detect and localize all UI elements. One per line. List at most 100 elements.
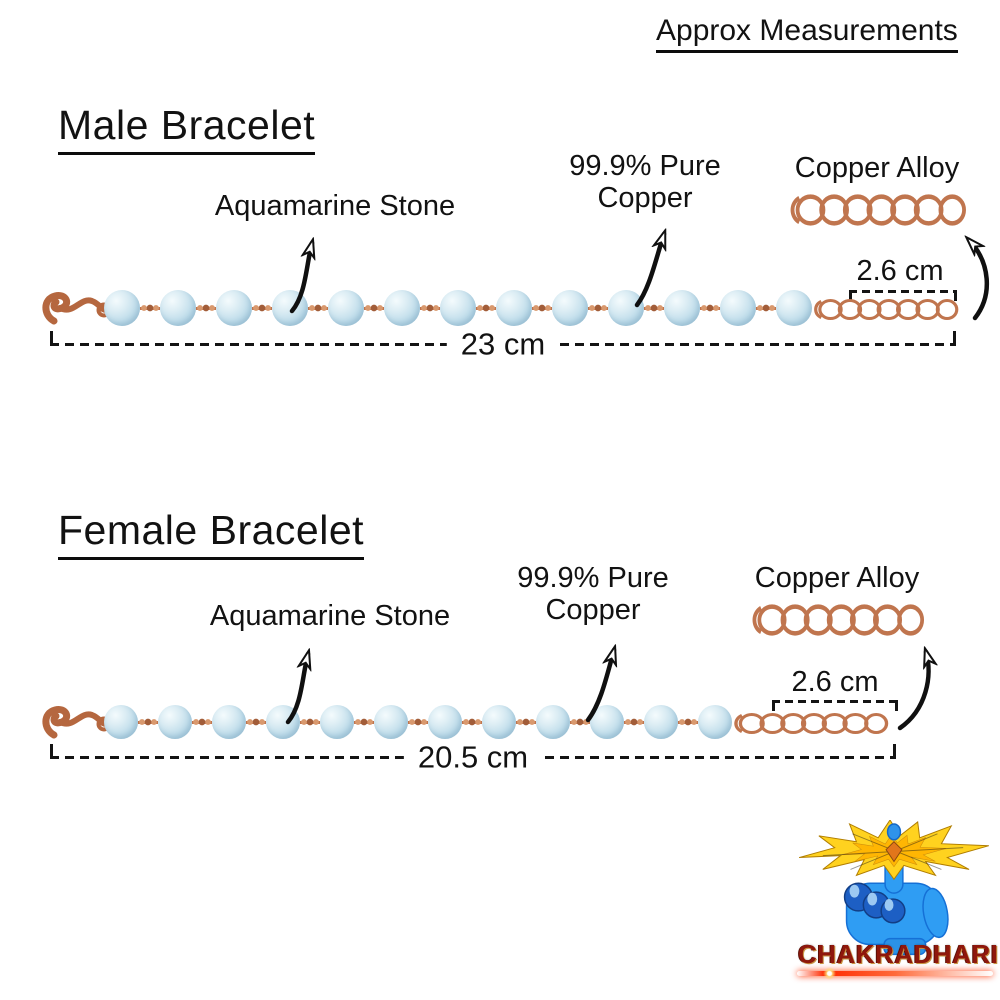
aquamarine-bead <box>384 290 420 326</box>
chain-link <box>738 712 765 735</box>
copper-wire-spacer <box>140 302 160 314</box>
aquamarine-bead <box>160 290 196 326</box>
aquamarine-bead <box>536 705 570 739</box>
aquamarine-stone-label-male: Aquamarine Stone <box>214 190 456 222</box>
copper-wire-spacer <box>532 302 552 314</box>
copper-wire-spacer <box>246 716 266 728</box>
extension-measure-bracket-female <box>772 700 898 712</box>
chain-link-partial <box>814 300 823 319</box>
male-bracelet-heading: Male Bracelet <box>58 102 316 155</box>
aquamarine-bead <box>720 290 756 326</box>
chain-link <box>938 194 966 226</box>
chain-link-partial <box>752 605 763 635</box>
aquamarine-bead <box>482 705 516 739</box>
female-bracelet-heading: Female Bracelet <box>58 507 365 560</box>
copper-wire-spacer <box>408 716 428 728</box>
copper-wire-spacer <box>756 302 776 314</box>
copper-wire-spacer <box>700 302 720 314</box>
copper-wire-spacer <box>624 716 644 728</box>
chain-link <box>842 194 873 226</box>
chain-link <box>897 604 925 636</box>
chain-link <box>849 604 879 636</box>
aquamarine-bead <box>320 705 354 739</box>
brand-name: CHAKRADHARI <box>798 939 999 969</box>
total-length-line-male: 23 cm <box>50 325 956 362</box>
blue-hand-with-chakra-icon <box>798 820 989 956</box>
aquamarine-bead <box>644 705 678 739</box>
aquamarine-bead <box>552 290 588 326</box>
chain-link <box>935 298 959 321</box>
sudarshan-chakra-icon <box>798 820 989 881</box>
aquamarine-bead <box>266 705 300 739</box>
chain-link <box>821 712 848 735</box>
chain-link-partial <box>734 714 743 733</box>
aquamarine-bead <box>216 290 252 326</box>
copper-wire-spacer <box>138 716 158 728</box>
copper-alloy-chain-zoom-male <box>790 194 966 226</box>
copper-alloy-label-male: Copper Alloy <box>794 152 960 184</box>
male-bracelet-beads <box>104 290 812 326</box>
copper-wire-spacer <box>192 716 212 728</box>
aquamarine-stone-label-female: Aquamarine Stone <box>209 600 451 632</box>
chain-link <box>890 194 920 226</box>
extension-chain-female <box>734 712 889 735</box>
chain-link <box>837 298 863 321</box>
arrow-alloy-male <box>969 240 989 321</box>
copper-wire-spacer <box>420 302 440 314</box>
copper-wire-spacer <box>252 302 272 314</box>
chain-link <box>800 712 827 735</box>
total-length-line-female: 20.5 cm <box>50 738 896 775</box>
pure-copper-label-male: 99.9% Pure Copper <box>569 150 721 215</box>
aquamarine-bead <box>328 290 364 326</box>
chain-link <box>757 604 787 636</box>
copper-wire-spacer <box>462 716 482 728</box>
copper-wire-spacer <box>300 716 320 728</box>
chain-link <box>759 712 786 735</box>
copper-wire-spacer <box>476 302 496 314</box>
copper-wire-spacer <box>588 302 608 314</box>
copper-wire-spacer <box>570 716 590 728</box>
chain-link <box>803 604 833 636</box>
copper-wire-spacer <box>354 716 374 728</box>
aquamarine-bead <box>776 290 812 326</box>
total-length-label-male: 23 cm <box>446 325 560 362</box>
aquamarine-bead <box>272 290 308 326</box>
copper-wire-spacer <box>308 302 328 314</box>
chain-link <box>864 712 889 735</box>
chain-link <box>866 194 897 226</box>
aquamarine-bead <box>104 290 140 326</box>
aquamarine-bead <box>104 705 138 739</box>
female-bracelet-beads <box>104 705 732 739</box>
aquamarine-bead <box>158 705 192 739</box>
copper-wire-spacer <box>644 302 664 314</box>
extension-measure-bracket-male <box>849 290 957 302</box>
chain-link <box>819 194 849 226</box>
copper-alloy-label-female: Copper Alloy <box>754 562 920 594</box>
extension-length-label-male: 2.6 cm <box>856 255 944 287</box>
s-hook-clasp-icon-male <box>42 292 112 325</box>
extension-length-label-female: 2.6 cm <box>791 666 879 698</box>
arrow-alloy-female <box>897 652 929 731</box>
copper-wire-spacer <box>196 302 216 314</box>
aquamarine-bead <box>496 290 532 326</box>
aquamarine-bead <box>608 290 644 326</box>
chain-link-partial <box>790 195 801 225</box>
aquamarine-bead <box>374 705 408 739</box>
chain-link <box>876 298 901 321</box>
chain-link <box>780 712 807 735</box>
approx-measurements-title: Approx Measurements <box>656 14 958 53</box>
copper-alloy-chain-zoom-female <box>752 604 925 636</box>
chain-link <box>826 604 856 636</box>
copper-wire-spacer <box>678 716 698 728</box>
extension-chain-male <box>814 298 959 321</box>
chain-link <box>818 298 843 321</box>
aquamarine-bead <box>698 705 732 739</box>
aquamarine-bead <box>212 705 246 739</box>
aquamarine-bead <box>428 705 462 739</box>
aquamarine-bead <box>440 290 476 326</box>
copper-wire-spacer <box>364 302 384 314</box>
copper-wire-spacer <box>516 716 536 728</box>
chain-link <box>857 298 882 321</box>
aquamarine-bead <box>590 705 624 739</box>
